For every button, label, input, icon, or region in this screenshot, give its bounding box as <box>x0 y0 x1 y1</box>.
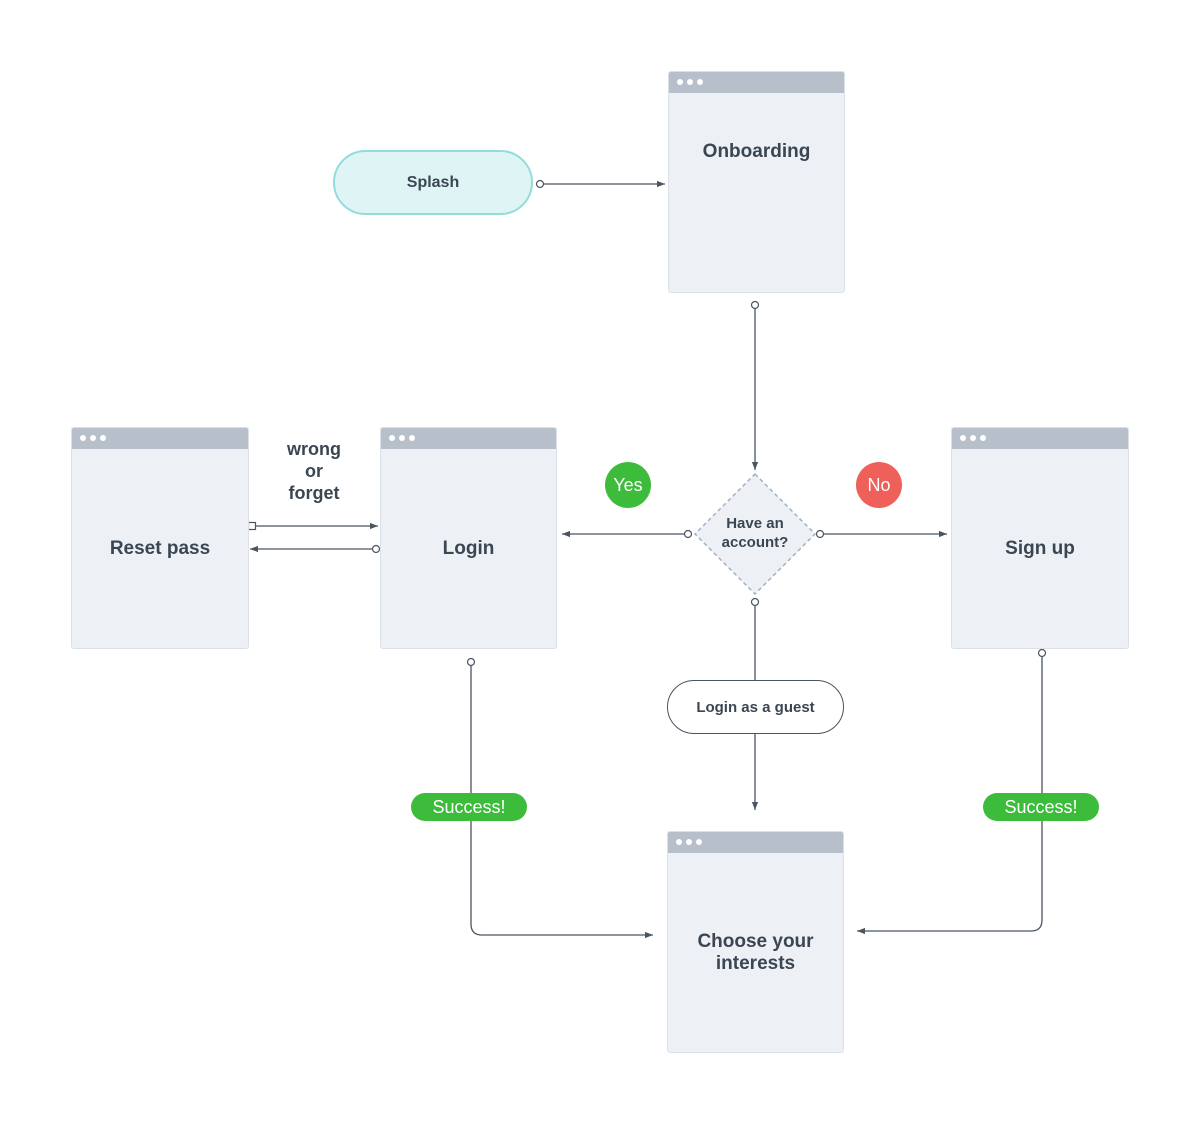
success-badge-signup: Success! <box>983 793 1099 821</box>
window-dot-icon <box>980 435 986 441</box>
edge-port <box>750 597 760 607</box>
window-dot-icon <box>676 839 682 845</box>
success-label: Success! <box>432 796 506 817</box>
reset-pass-screen[interactable]: Reset pass <box>71 427 249 649</box>
edge-login-to-interests <box>470 662 653 939</box>
window-dot-icon <box>90 435 96 441</box>
window-dot-icon <box>686 839 692 845</box>
window-dot-icon <box>100 435 106 441</box>
splash-label: Splash <box>406 173 460 191</box>
edge-port <box>815 529 825 539</box>
wrong-or-forget-line: wrong <box>287 439 341 459</box>
edge-signup-to-interests <box>857 653 1043 935</box>
window-dot-icon <box>697 79 703 85</box>
guest-label: Login as a guest <box>696 698 815 716</box>
window-dot-icon <box>960 435 966 441</box>
edge-port <box>750 300 760 310</box>
login-as-guest-node[interactable]: Login as a guest <box>667 680 844 734</box>
choose-interests-screen[interactable]: Choose your interests <box>667 831 844 1053</box>
onboarding-screen[interactable]: Onboarding <box>668 71 845 293</box>
edge-port <box>683 529 693 539</box>
yes-badge: Yes <box>605 462 651 508</box>
edge-port <box>1037 648 1047 658</box>
window-titlebar <box>952 428 1128 449</box>
yes-label: Yes <box>613 474 643 495</box>
edge-port <box>535 179 545 189</box>
no-badge: No <box>856 462 902 508</box>
reset-pass-label: Reset pass <box>109 537 211 559</box>
window-dot-icon <box>399 435 405 441</box>
success-badge-login: Success! <box>411 793 527 821</box>
login-screen[interactable]: Login <box>380 427 557 649</box>
window-titlebar <box>668 832 843 853</box>
success-label: Success! <box>1004 796 1078 817</box>
window-titlebar <box>381 428 556 449</box>
edge-port <box>466 657 476 667</box>
window-dot-icon <box>80 435 86 441</box>
window-dot-icon <box>409 435 415 441</box>
splash-node[interactable]: Splash <box>333 150 533 215</box>
window-dot-icon <box>677 79 683 85</box>
edge-port <box>371 544 381 554</box>
window-dot-icon <box>696 839 702 845</box>
sign-up-label: Sign up <box>1005 537 1075 559</box>
wrong-or-forget-line: forget <box>288 483 340 503</box>
decision-label: Have an account? <box>721 515 789 551</box>
onboarding-label: Onboarding <box>702 141 811 162</box>
window-titlebar <box>669 72 844 93</box>
no-label: No <box>867 474 891 495</box>
wrong-or-forget-line: or <box>305 461 323 481</box>
login-label: Login <box>442 537 495 559</box>
choose-interests-label: Choose your interests <box>697 930 814 974</box>
window-dot-icon <box>970 435 976 441</box>
wrong-or-forget-label: wrong or forget <box>266 438 362 504</box>
window-titlebar <box>72 428 248 449</box>
window-dot-icon <box>687 79 693 85</box>
window-dot-icon <box>389 435 395 441</box>
edge-port <box>247 521 257 531</box>
decision-diamond[interactable] <box>693 472 817 596</box>
sign-up-screen[interactable]: Sign up <box>951 427 1129 649</box>
